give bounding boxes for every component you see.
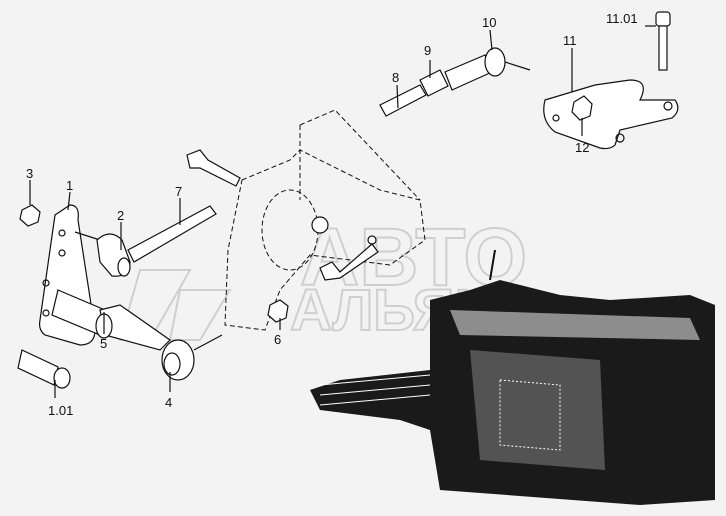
part-11-01-bolt	[655, 11, 671, 71]
callout-5: 5	[100, 336, 107, 351]
part-1-01-bolt	[17, 349, 71, 389]
part-12-nut	[571, 95, 593, 121]
callout-6: 6	[274, 332, 281, 347]
part-3-nut	[19, 204, 41, 227]
callout-10: 10	[482, 15, 496, 30]
part-6-nut	[267, 299, 289, 323]
part-10-ball-joint	[444, 47, 531, 91]
gearbox-cutaway	[310, 249, 715, 505]
callout-11: 11	[563, 33, 577, 48]
callout-8: 8	[392, 70, 399, 85]
callout-12: 12	[575, 140, 589, 155]
callout-1: 1	[66, 178, 73, 193]
part-8-cable	[379, 84, 427, 117]
callout-4: 4	[165, 395, 172, 410]
part-7-rod	[127, 205, 217, 263]
part-1-flange-plate	[38, 204, 106, 346]
leader-lines	[29, 25, 656, 398]
part-4-rod-end	[161, 334, 223, 381]
callout-2: 2	[117, 208, 124, 223]
part-9-adjuster-nut	[419, 69, 449, 97]
callout-11-01: 11.01	[606, 11, 638, 26]
callout-9: 9	[424, 43, 431, 58]
callout-1-01: 1.01	[48, 403, 73, 418]
part-2-ball-joint	[74, 231, 131, 277]
callout-3: 3	[26, 166, 33, 181]
callout-7: 7	[175, 184, 182, 199]
housing-dashed	[186, 109, 426, 331]
part-11-lever-bracket	[543, 79, 679, 150]
